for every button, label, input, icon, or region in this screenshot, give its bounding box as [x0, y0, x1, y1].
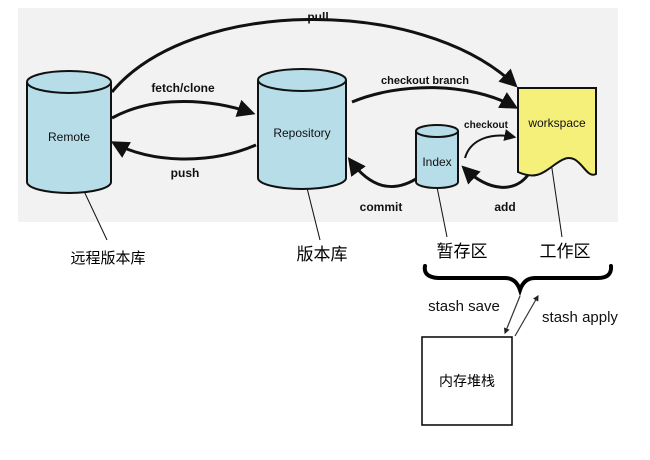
checkout-branch-arrow: [351, 86, 519, 109]
add-arrow: [461, 165, 530, 189]
push-arrow: [110, 141, 257, 161]
add-label: add: [494, 200, 515, 214]
remote-caption: 远程版本库: [70, 249, 145, 267]
checkout-arrow: [464, 129, 517, 159]
index-caption-leader: [436, 186, 448, 238]
memory-stack-label: 内存堆栈: [439, 374, 495, 390]
workspace-node: [517, 87, 597, 177]
index-label: Index: [422, 155, 451, 169]
memory-stack-node: [421, 336, 513, 426]
workspace-caption-leader: [549, 154, 563, 238]
commit-arrow: [347, 157, 420, 189]
fetch-clone-label: fetch/clone: [151, 81, 215, 95]
commit-label: commit: [360, 200, 403, 214]
repository-node: [257, 68, 347, 190]
repository-label: Repository: [273, 126, 330, 140]
workspace-label: workspace: [527, 116, 586, 130]
checkout-branch-label: checkout branch: [381, 75, 469, 87]
remote-node: [26, 70, 112, 194]
workspace-caption: 工作区: [540, 242, 591, 262]
remote-label: Remote: [48, 130, 90, 144]
stash-brace: [422, 264, 614, 297]
pull-label: pull: [307, 10, 328, 24]
checkout-label: checkout: [464, 120, 509, 131]
fetch-clone-arrow: [111, 99, 256, 120]
pull-arrow: [110, 18, 518, 93]
stash-save-label: stash save: [428, 298, 500, 315]
stash-save-arrow: [504, 295, 521, 335]
stash-apply-arrow: [514, 294, 539, 337]
push-label: push: [171, 166, 200, 180]
index-node: [415, 124, 459, 189]
repository-caption: 版本库: [297, 245, 348, 265]
index-caption: 暂存区: [437, 242, 488, 262]
stash-apply-label: stash apply: [542, 309, 618, 326]
